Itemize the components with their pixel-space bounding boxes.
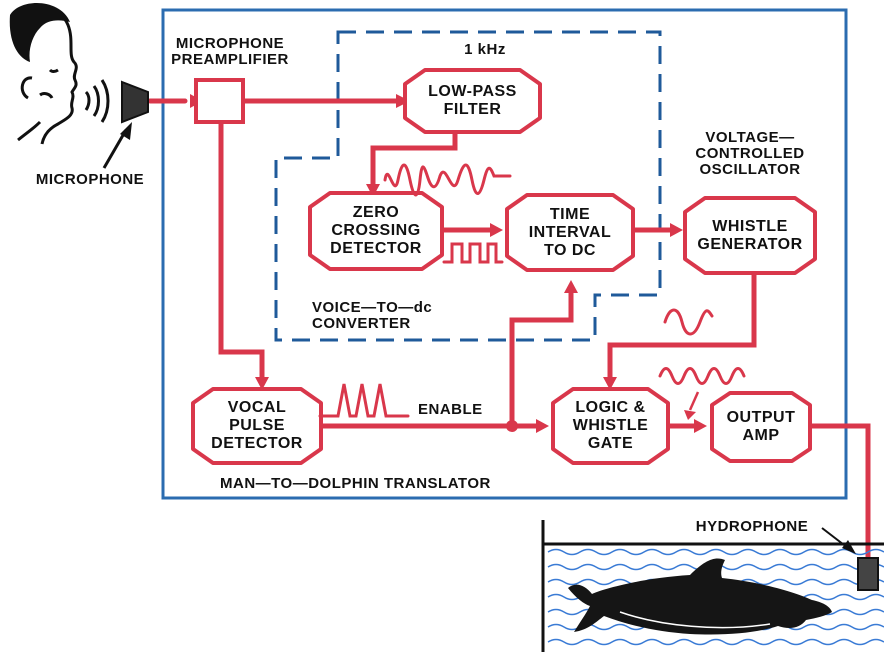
hair	[10, 3, 70, 62]
zero-crossing-label: ZERO CROSSING DETECTOR	[310, 193, 442, 269]
sound-waves-icon	[86, 80, 108, 122]
logic-gate-label: LOGIC & WHISTLE GATE	[553, 389, 668, 463]
wire-wg-to-gate	[610, 275, 754, 380]
microphone-label: MICROPHONE	[30, 172, 150, 188]
enable-junction	[506, 420, 518, 432]
diagram-title: MAN—TO—DOLPHIN TRANSLATOR	[220, 476, 520, 492]
hydrophone-pointer-head	[842, 540, 856, 554]
microphone-icon	[122, 82, 148, 122]
hydrophone-icon	[858, 558, 878, 590]
whistle-pointer-arrow	[690, 392, 698, 410]
microphone-pointer	[104, 130, 126, 168]
whistle-waveform	[660, 369, 744, 384]
voice-to-dc-label: VOICE—TO—dc CONVERTER	[312, 300, 452, 332]
pulse-waveform	[320, 384, 408, 416]
logic-gate-text: LOGIC & WHISTLE GATE	[573, 399, 649, 453]
vocal-pulse-label: VOCAL PULSE DETECTOR	[193, 389, 321, 463]
preamplifier-label: MICROPHONE PREAMPLIFIER	[170, 36, 290, 68]
sine-waveform	[665, 310, 712, 334]
hydrophone-label: HYDROPHONE	[682, 519, 822, 535]
preamplifier-box	[196, 80, 243, 122]
square-waveform	[444, 244, 502, 262]
whistle-generator-text: WHISTLE GENERATOR	[697, 218, 802, 254]
zero-crossing-text: ZERO CROSSING DETECTOR	[330, 204, 422, 258]
whistle-generator-label: WHISTLE GENERATOR	[685, 198, 815, 273]
dolphin-icon	[568, 559, 832, 635]
frequency-label: 1 kHz	[455, 42, 515, 58]
time-interval-label: TIME INTERVAL TO DC	[507, 195, 633, 270]
time-interval-text: TIME INTERVAL TO DC	[529, 206, 612, 260]
ear	[22, 78, 32, 98]
enable-label: ENABLE	[418, 402, 498, 418]
low-pass-filter-label: LOW-PASS FILTER	[405, 70, 540, 132]
whistle-pointer-arrowhead	[684, 410, 696, 420]
output-amp-text: OUTPUT AMP	[727, 409, 796, 445]
output-amp-label: OUTPUT AMP	[712, 393, 810, 461]
low-pass-filter-text: LOW-PASS FILTER	[428, 83, 517, 119]
audio-waveform	[385, 165, 510, 195]
wire-preamp-down	[221, 122, 262, 380]
vocal-pulse-text: VOCAL PULSE DETECTOR	[211, 399, 303, 453]
vco-label: VOLTAGE— CONTROLLED OSCILLATOR	[680, 130, 820, 178]
